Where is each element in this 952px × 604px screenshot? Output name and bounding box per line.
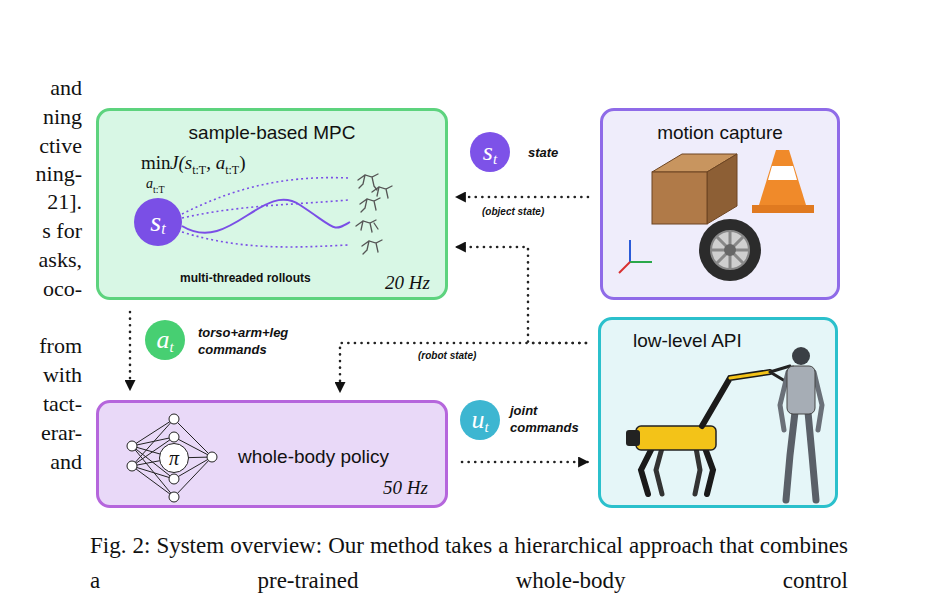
- formula: at:T: [146, 171, 165, 193]
- symbol-subscript: t: [169, 339, 173, 356]
- body-text-fragment: ning-: [0, 161, 82, 187]
- rate-label: 50 Hz: [383, 477, 428, 499]
- body-text-fragment: ctive: [0, 133, 82, 159]
- formula-part: , a: [206, 152, 225, 173]
- symbol-text: st: [470, 132, 510, 172]
- figure-caption: Fig. 2: System overview: Our method take…: [90, 528, 848, 598]
- mocap-box: motion capture: [600, 108, 840, 300]
- symbol-subscript: t: [161, 220, 165, 238]
- rate-label: 20 Hz: [385, 272, 430, 294]
- edge-label: (robot state): [418, 350, 476, 361]
- symbol-text: ut: [460, 400, 500, 440]
- dotted-connector: [456, 196, 588, 199]
- policy-symbol: π: [159, 443, 189, 473]
- command-circle: utjoint commands: [460, 400, 500, 440]
- body-text-fragment: tact-: [0, 391, 82, 417]
- formula-part: t:T: [192, 163, 206, 177]
- dotted-connector: [456, 247, 586, 343]
- symbol-letter: a: [156, 325, 169, 355]
- policy-box: whole-body policy 50 Hz π: [96, 400, 448, 508]
- symbol-subscript: t: [484, 419, 488, 436]
- body-text-fragment: asks,: [0, 247, 82, 273]
- symbol-subscript: t: [493, 151, 497, 168]
- body-text-fragment: from: [0, 333, 82, 359]
- signal-label: torso+arm+leg commands: [198, 324, 308, 358]
- formula-part: J(s: [170, 152, 192, 173]
- formula-part: t:T: [153, 184, 165, 195]
- formula-part: ): [239, 152, 245, 173]
- formula: min: [141, 152, 171, 174]
- formula-part: t:T: [225, 163, 239, 177]
- signal-label: state: [528, 144, 558, 161]
- dotted-connector: [340, 343, 586, 392]
- symbol-letter: s: [150, 206, 161, 238]
- body-text-fragment: and: [0, 75, 82, 101]
- policy-letter: π: [160, 444, 188, 472]
- symbol-text: st: [134, 198, 182, 246]
- dotted-connector: [129, 312, 132, 390]
- body-text-fragment: erar-: [0, 420, 82, 446]
- body-text-fragment: s for: [0, 218, 82, 244]
- symbol-letter: s: [483, 137, 493, 167]
- body-text-fragment: ning: [0, 104, 82, 130]
- state-circle: st: [134, 198, 182, 246]
- state-circle: ststate: [470, 132, 510, 172]
- body-text-fragment: and: [0, 449, 82, 475]
- symbol-letter: u: [471, 405, 484, 435]
- body-text-fragment: oco-: [0, 276, 82, 302]
- box-title: whole-body policy: [238, 446, 389, 468]
- box-title: low-level API: [633, 330, 742, 352]
- box-title: motion capture: [603, 122, 837, 144]
- body-text-fragment: 21].: [0, 189, 82, 215]
- dotted-connector: [462, 461, 588, 464]
- formula: J(st:T, at:T): [170, 152, 245, 174]
- formula-part: min: [141, 152, 171, 173]
- mpc-box: sample-based MPC multi-threaded rollouts 2…: [96, 108, 448, 300]
- formula-part: a: [146, 176, 153, 191]
- box-title: sample-based MPC: [99, 122, 445, 144]
- action-circle: attorso+arm+leg commands: [145, 320, 185, 360]
- signal-label: joint commands: [510, 402, 590, 436]
- box-note: multi-threaded rollouts: [180, 271, 311, 285]
- body-text-fragment: with: [0, 362, 82, 388]
- symbol-text: at: [145, 320, 185, 360]
- api-box: low-level API: [598, 317, 838, 508]
- edge-label: (object state): [482, 206, 544, 217]
